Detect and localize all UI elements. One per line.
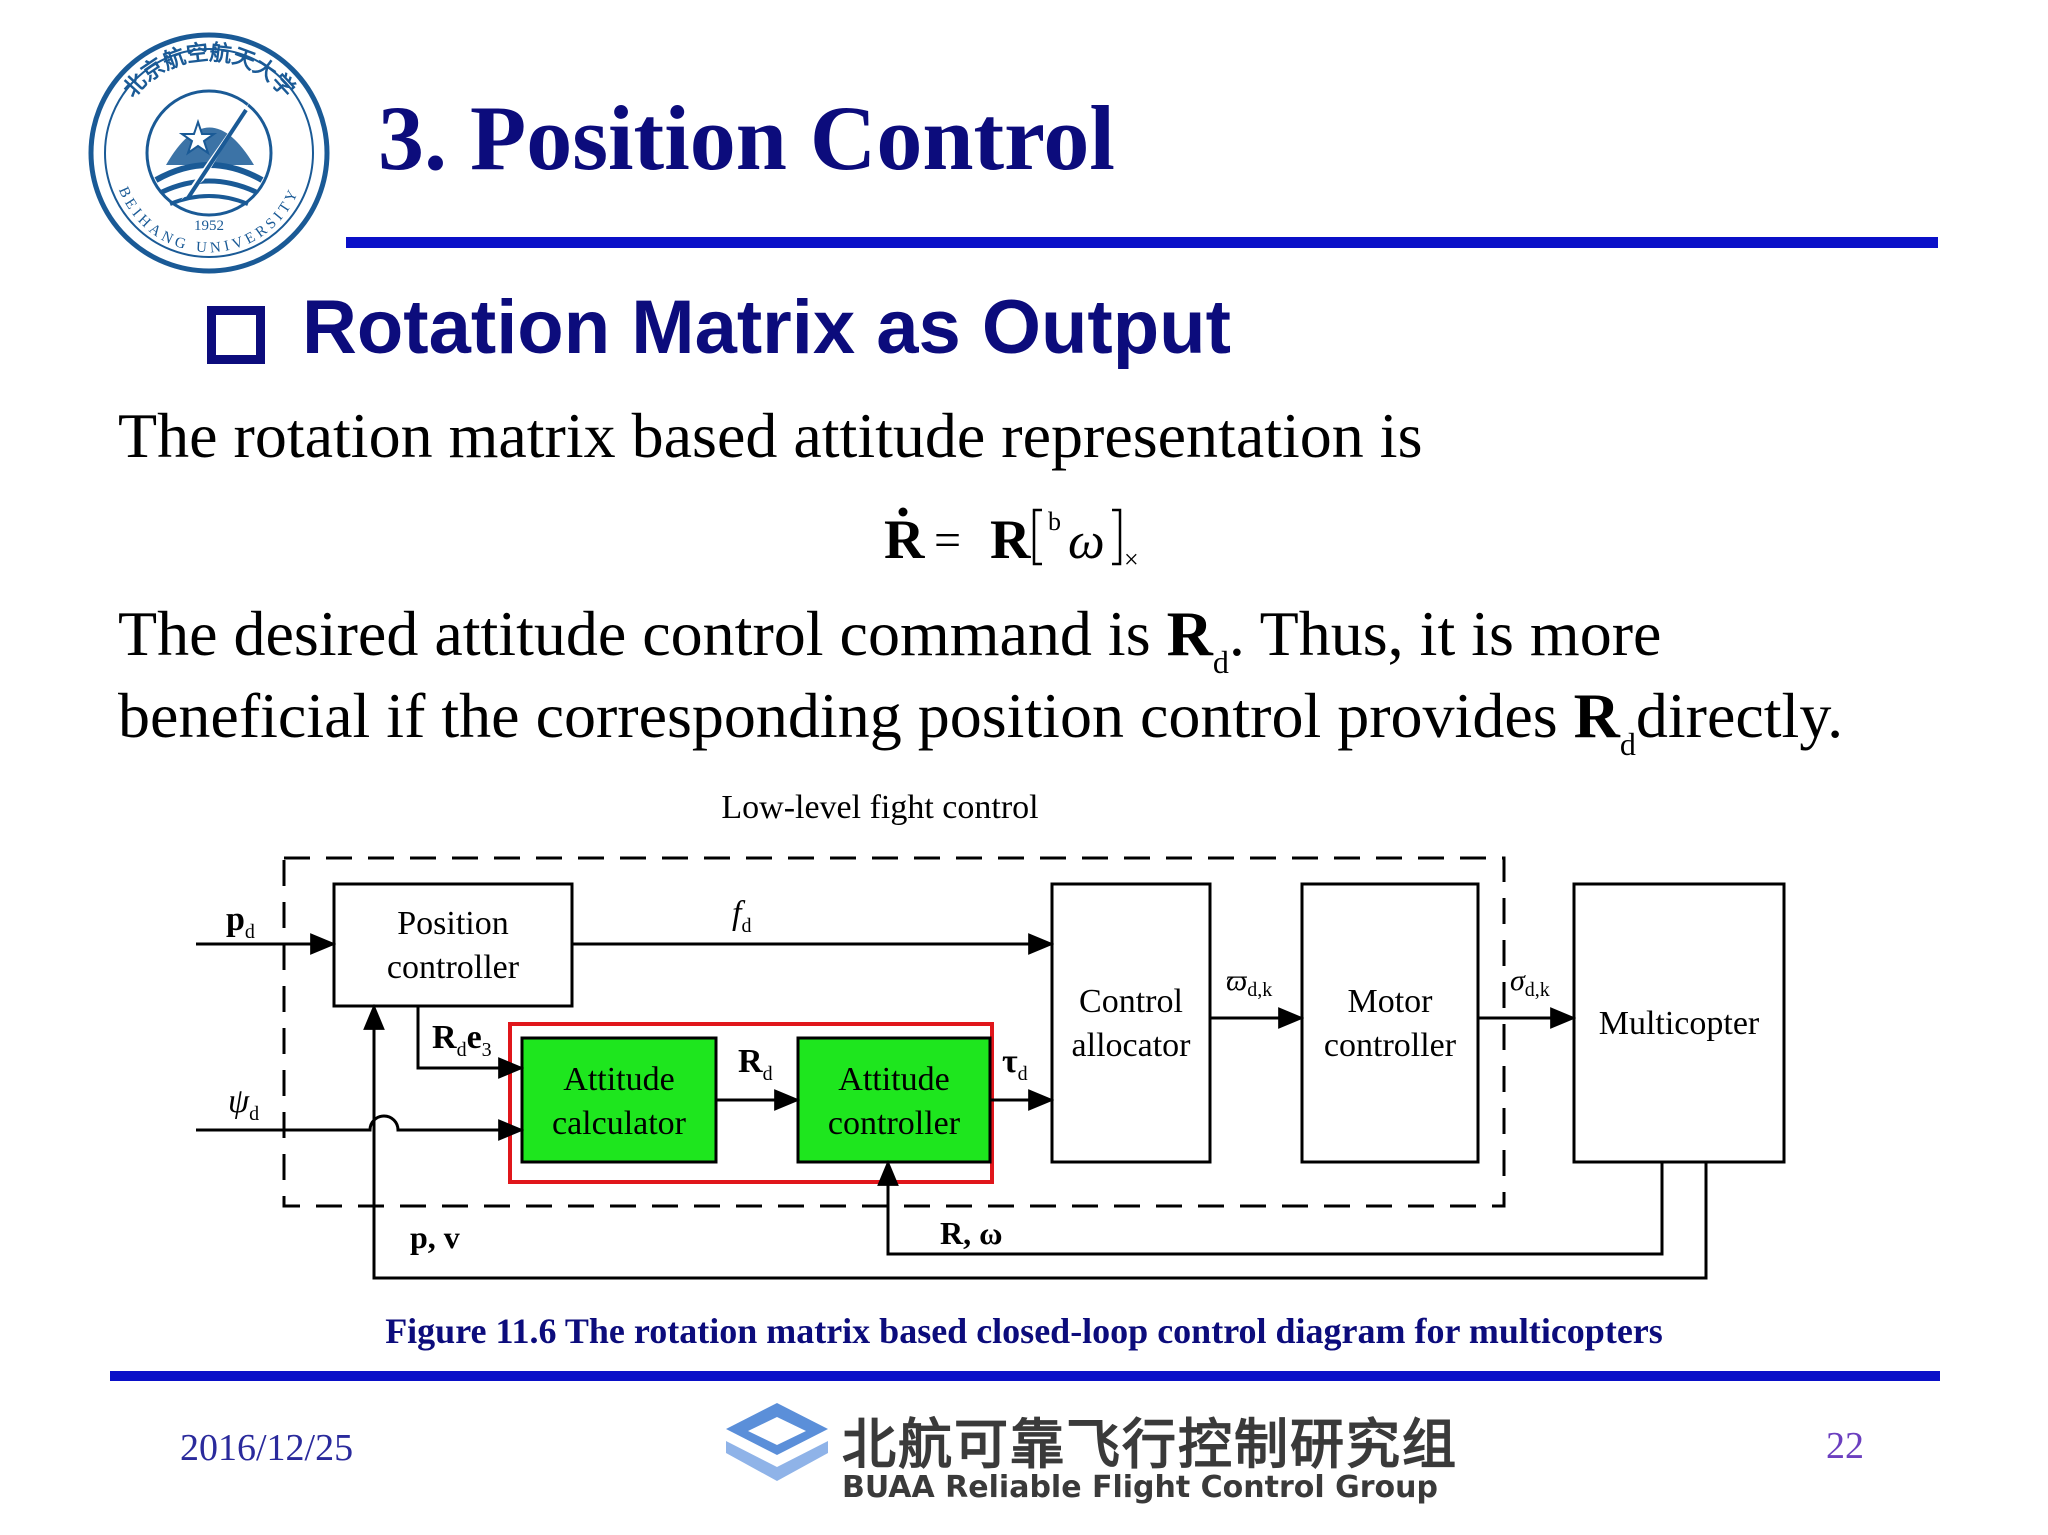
footer-org-english: BUAA Reliable Flight Control Group	[842, 1470, 1438, 1505]
paragraph-line-3: beneficial if the corresponding position…	[118, 684, 1843, 762]
line2-symbol: R	[1166, 598, 1213, 669]
psid-input-arrow	[196, 1114, 525, 1141]
attitude-calculator-label-1: Attitude	[563, 1061, 674, 1098]
control-allocator-label-1: Control	[1079, 983, 1183, 1020]
line3-symbol-sub: d	[1619, 726, 1636, 762]
motor-controller-label-2: controller	[1324, 1027, 1457, 1064]
line2-text-a: The desired attitude control command is	[118, 598, 1151, 669]
university-seal-icon: 1952 北京航空航天大学 BEIHANG UNIVERSITY	[88, 32, 330, 274]
hollow-square-bullet-icon	[207, 306, 265, 364]
svg-text:=: =	[934, 514, 961, 567]
title-divider	[346, 237, 1938, 248]
footer-divider	[110, 1371, 1940, 1381]
footer-org-chinese: 北航可靠飞行控制研究组	[842, 1413, 1458, 1476]
control-block-diagram: Low-level fight control Position control…	[196, 789, 1786, 1280]
position-controller-label-2: controller	[387, 949, 520, 986]
multicopter-label: Multicopter	[1599, 1005, 1760, 1042]
rw-feedback-line	[877, 1159, 1664, 1256]
attitude-controller-block	[796, 1036, 992, 1164]
buaa-rfcg-logo-icon	[726, 1403, 828, 1481]
line3-text-b: directly.	[1635, 680, 1844, 751]
svg-text:R: R	[884, 509, 925, 568]
rde3-label: Rde3	[432, 1019, 492, 1061]
low-level-control-boundary	[282, 856, 1506, 1208]
pv-label: p, v	[410, 1219, 460, 1255]
paragraph-line-2: The desired attitude control command is …	[118, 602, 1661, 680]
paragraph-line-1: The rotation matrix based attitude repre…	[118, 400, 1423, 471]
page-number: 22	[1826, 1425, 1864, 1467]
position-controller-label-1: Position	[397, 905, 508, 942]
highlight-frame	[508, 1022, 994, 1184]
seal-year: 1952	[194, 218, 224, 234]
control-allocator-block	[1050, 882, 1212, 1164]
attitude-calculator-label-2: calculator	[552, 1105, 687, 1142]
rde3-arrow	[416, 1006, 525, 1079]
multicopter-block	[1572, 882, 1786, 1164]
attitude-controller-label-2: controller	[828, 1105, 961, 1142]
page-title: 3. Position Control	[378, 87, 1115, 189]
sigma-label: σd,k	[1510, 964, 1550, 1001]
line3-text-a: beneficial if the corresponding position…	[118, 680, 1558, 751]
svg-text:×: ×	[1124, 545, 1139, 568]
svg-text:R: R	[990, 509, 1031, 568]
attitude-calculator-block	[520, 1036, 718, 1164]
line2-text-b: . Thus, it is more	[1228, 598, 1662, 669]
taud-label: τd	[1002, 1043, 1028, 1085]
attitude-controller-label-1: Attitude	[838, 1061, 949, 1098]
rd-label: Rd	[738, 1043, 773, 1085]
slide-date: 2016/12/25	[180, 1427, 354, 1469]
pv-feedback-line	[363, 1003, 1708, 1280]
rw-label: R, ω	[940, 1215, 1003, 1251]
figure-caption: Figure 11.6 The rotation matrix based cl…	[385, 1311, 1663, 1351]
psid-label: ψd	[228, 1083, 259, 1125]
motor-controller-block	[1300, 882, 1480, 1164]
varpi-label: ϖd,k	[1226, 964, 1272, 1001]
rotation-kinematics-equation: R = R b ω ×	[884, 507, 1139, 568]
motor-controller-label-1: Motor	[1348, 983, 1434, 1020]
fd-label: fd	[732, 895, 751, 937]
control-allocator-label-2: allocator	[1072, 1027, 1192, 1064]
section-heading: Rotation Matrix as Output	[302, 285, 1231, 370]
line2-symbol-sub: d	[1212, 644, 1229, 680]
svg-text:ω: ω	[1068, 513, 1105, 568]
svg-text:b: b	[1048, 507, 1061, 536]
group-label: Low-level fight control	[721, 789, 1038, 826]
pd-label: pd	[226, 901, 255, 943]
position-controller-block	[332, 882, 574, 1008]
line3-symbol: R	[1573, 680, 1620, 751]
